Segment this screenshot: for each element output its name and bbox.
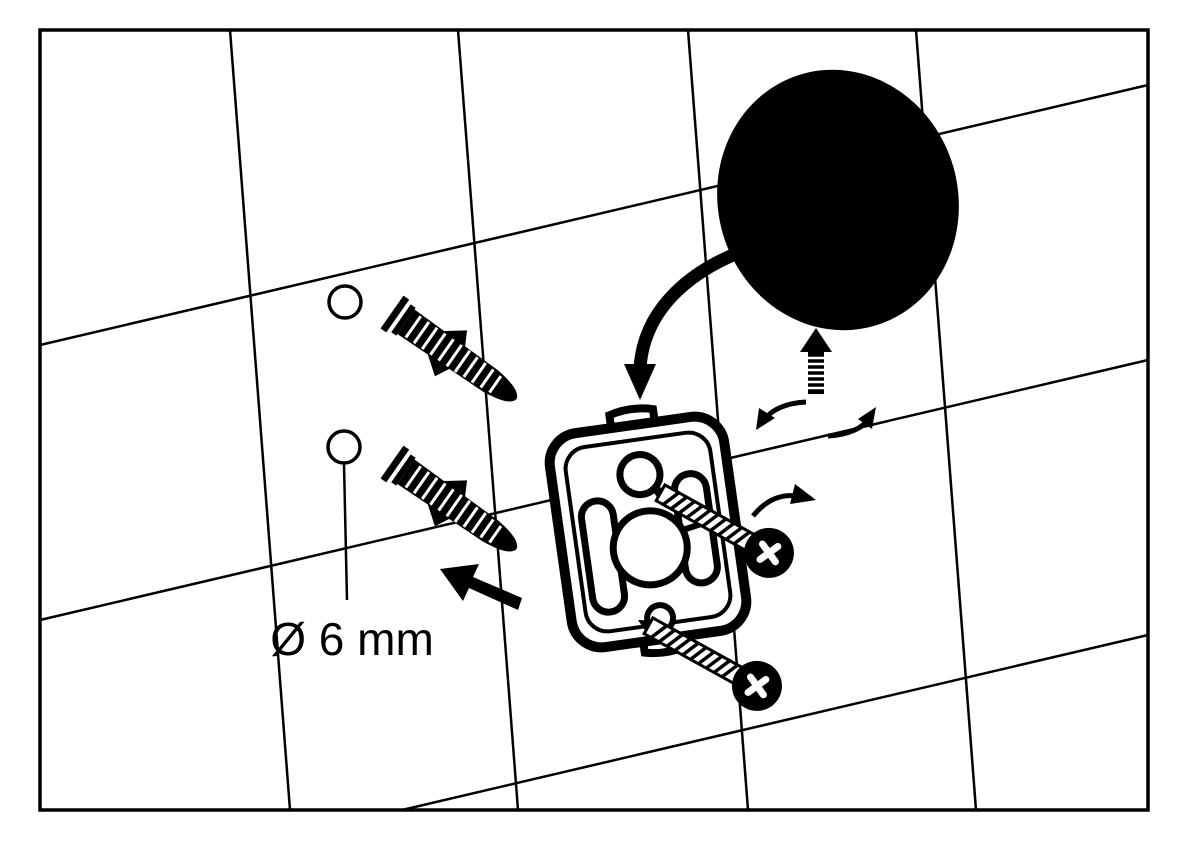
screw-rotation-arrow xyxy=(751,484,816,518)
tile-grid xyxy=(39,29,1149,812)
drill-hole-top xyxy=(327,284,363,320)
hook-disc xyxy=(717,69,959,331)
plate-hole-center xyxy=(609,507,691,589)
drill-hole-bottom xyxy=(326,429,362,465)
wall-border-frame xyxy=(38,28,1150,812)
diameter-leader-line xyxy=(342,463,349,601)
rotate-on-arrows xyxy=(756,399,876,439)
push-on-arrow xyxy=(800,328,832,394)
plate-hole-top xyxy=(616,451,664,499)
attach-direction-arrow xyxy=(624,239,764,400)
wall-anchor-bottom xyxy=(374,437,535,574)
diameter-label: Ø 6 mm xyxy=(270,613,434,665)
insert-direction-arrow xyxy=(440,564,522,610)
wall-anchor-top xyxy=(374,287,535,424)
